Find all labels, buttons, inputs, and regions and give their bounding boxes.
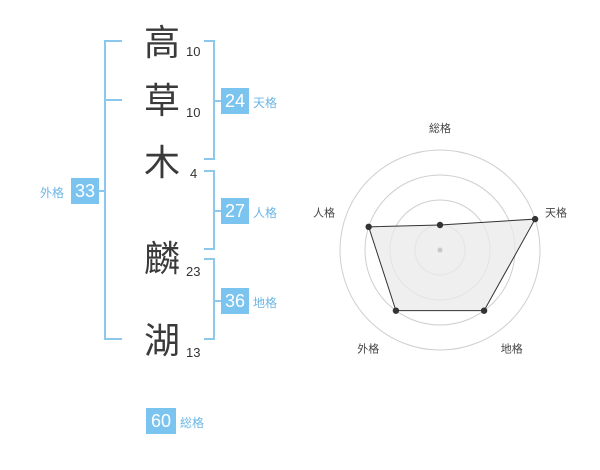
- jinkaku-connector: [214, 210, 221, 212]
- radar-point-1: [436, 221, 444, 229]
- tenkaku-label: 天格: [253, 96, 278, 110]
- gaikaku-connector: [98, 190, 105, 192]
- chikaku-label: 地格: [253, 296, 278, 310]
- soukaku-label: 総格: [180, 416, 205, 430]
- name-char-3: 木: [143, 143, 180, 184]
- chikaku-score: 36: [221, 288, 249, 314]
- radar-center-dot: [437, 247, 443, 253]
- radar-point-3: [480, 307, 488, 314]
- gaikaku-score: 33: [71, 178, 99, 204]
- radar-axis-label-4: 外格: [357, 342, 379, 356]
- radar-axis-label-1: 総格: [429, 121, 451, 135]
- jinkaku-score: 27: [221, 198, 249, 224]
- radar-point-4: [392, 307, 400, 314]
- radar-series-area: [367, 218, 536, 312]
- name-char-4: 麟: [143, 239, 180, 280]
- radar-point-2: [531, 215, 539, 223]
- gaikaku-bracket: [104, 40, 122, 340]
- stroke-count-2: 10: [186, 105, 201, 120]
- stroke-count-4: 23: [186, 264, 201, 279]
- soukaku-score: 60: [146, 408, 176, 434]
- radar-axis-label-3: 地格: [501, 342, 523, 356]
- radar-axis-label-2: 天格: [545, 205, 567, 219]
- jinkaku-label: 人格: [253, 206, 278, 220]
- gaikaku-label: 外格: [40, 186, 65, 200]
- stroke-count-3: 4: [190, 166, 198, 181]
- name-char-1: 高: [143, 23, 180, 64]
- chikaku-bracket: [204, 258, 215, 340]
- chikaku-connector: [214, 300, 221, 302]
- radar-grid-ring-4: [339, 149, 541, 351]
- stroke-count-5: 13: [186, 345, 201, 360]
- name-char-5: 湖: [143, 321, 180, 362]
- radar-axis-label-5: 人格: [313, 205, 335, 219]
- tenkaku-connector: [214, 100, 221, 102]
- name-char-2: 草: [143, 81, 180, 122]
- stroke-count-1: 10: [186, 44, 201, 59]
- gaikaku-bracket-tick: [104, 99, 122, 101]
- tenkaku-score: 24: [221, 88, 249, 114]
- radar-point-5: [365, 223, 372, 231]
